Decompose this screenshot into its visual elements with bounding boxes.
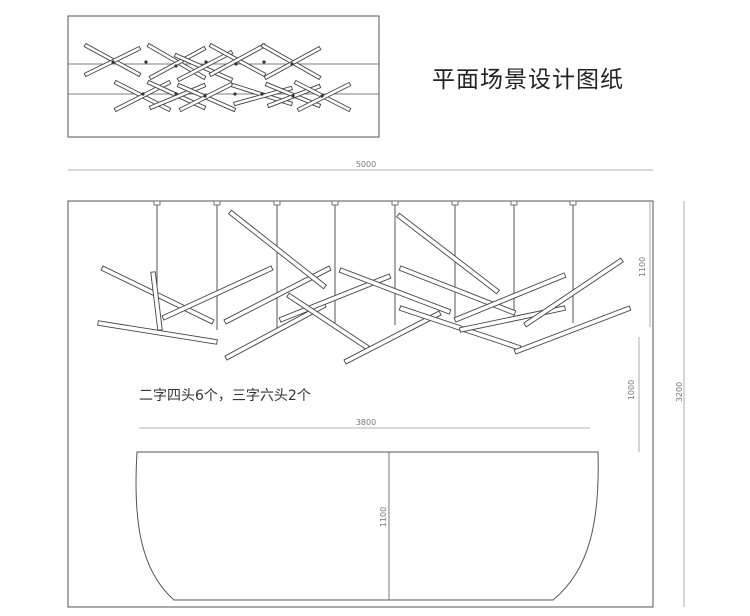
pendant-rods	[97, 209, 632, 365]
pendant-rod	[395, 212, 501, 295]
page-title: 平面场景设计图纸	[432, 67, 624, 93]
table-width-dimension: 3800	[139, 418, 590, 429]
plan-view	[67, 15, 380, 138]
pendant-rod	[398, 265, 517, 316]
plan-pivot-dot	[141, 92, 145, 96]
fixture-note: 二字四头6个，三字六头2个	[139, 388, 311, 404]
ceiling-mount	[213, 200, 221, 206]
plan-rods	[83, 42, 352, 113]
ceiling-mount	[153, 200, 161, 206]
lamp-to-table-label: 1000	[627, 380, 636, 400]
right-dimensions: 3200 1100 1000	[627, 201, 685, 607]
pendant-rod	[161, 265, 274, 321]
ceiling-mount	[510, 200, 518, 206]
plan-pivot-dot	[320, 94, 324, 98]
overall-width-dimension: 5000	[68, 160, 653, 171]
plan-pivot-dot	[233, 92, 237, 96]
table: 1100	[135, 451, 599, 601]
plan-pivot-dot	[260, 92, 264, 96]
plan-pivot-dot	[290, 62, 294, 66]
pendant-rod	[523, 257, 624, 328]
pendant-rod	[227, 209, 328, 290]
ceiling-mount	[451, 200, 459, 206]
overall-width-label: 5000	[356, 160, 376, 169]
table-outline	[135, 451, 599, 601]
pendant-rod	[513, 305, 632, 355]
ceiling-mount	[391, 200, 399, 206]
total-height-label: 3200	[675, 382, 684, 402]
pendant-rod	[223, 265, 332, 325]
pendant-rod	[224, 302, 327, 361]
plan-pivot-dot	[174, 64, 178, 68]
plan-pivot-dot	[262, 60, 266, 64]
plan-pivot-dot	[174, 92, 178, 96]
plan-pivot-dot	[234, 62, 238, 66]
plan-rod	[176, 49, 234, 83]
pendant-rod	[343, 310, 442, 365]
ceiling-mount	[569, 200, 577, 206]
plan-pivot-dot	[111, 60, 115, 64]
ceiling-mount	[273, 200, 281, 206]
pendant-rod	[338, 267, 452, 315]
plan-rod	[148, 45, 207, 81]
ceiling-mount	[331, 200, 339, 206]
elevation-frame	[67, 200, 654, 608]
pendant-rod	[453, 272, 567, 323]
plan-pivot-dot	[144, 60, 148, 64]
pendant-rod	[150, 271, 163, 331]
table-width-label: 3800	[356, 418, 376, 427]
plan-pivot-dot	[203, 94, 207, 98]
plan-pivot-dot	[204, 60, 208, 64]
table-height-label: 1100	[379, 507, 388, 527]
plan-pivot-dot	[291, 94, 295, 98]
drop-height-label: 1100	[638, 257, 647, 277]
